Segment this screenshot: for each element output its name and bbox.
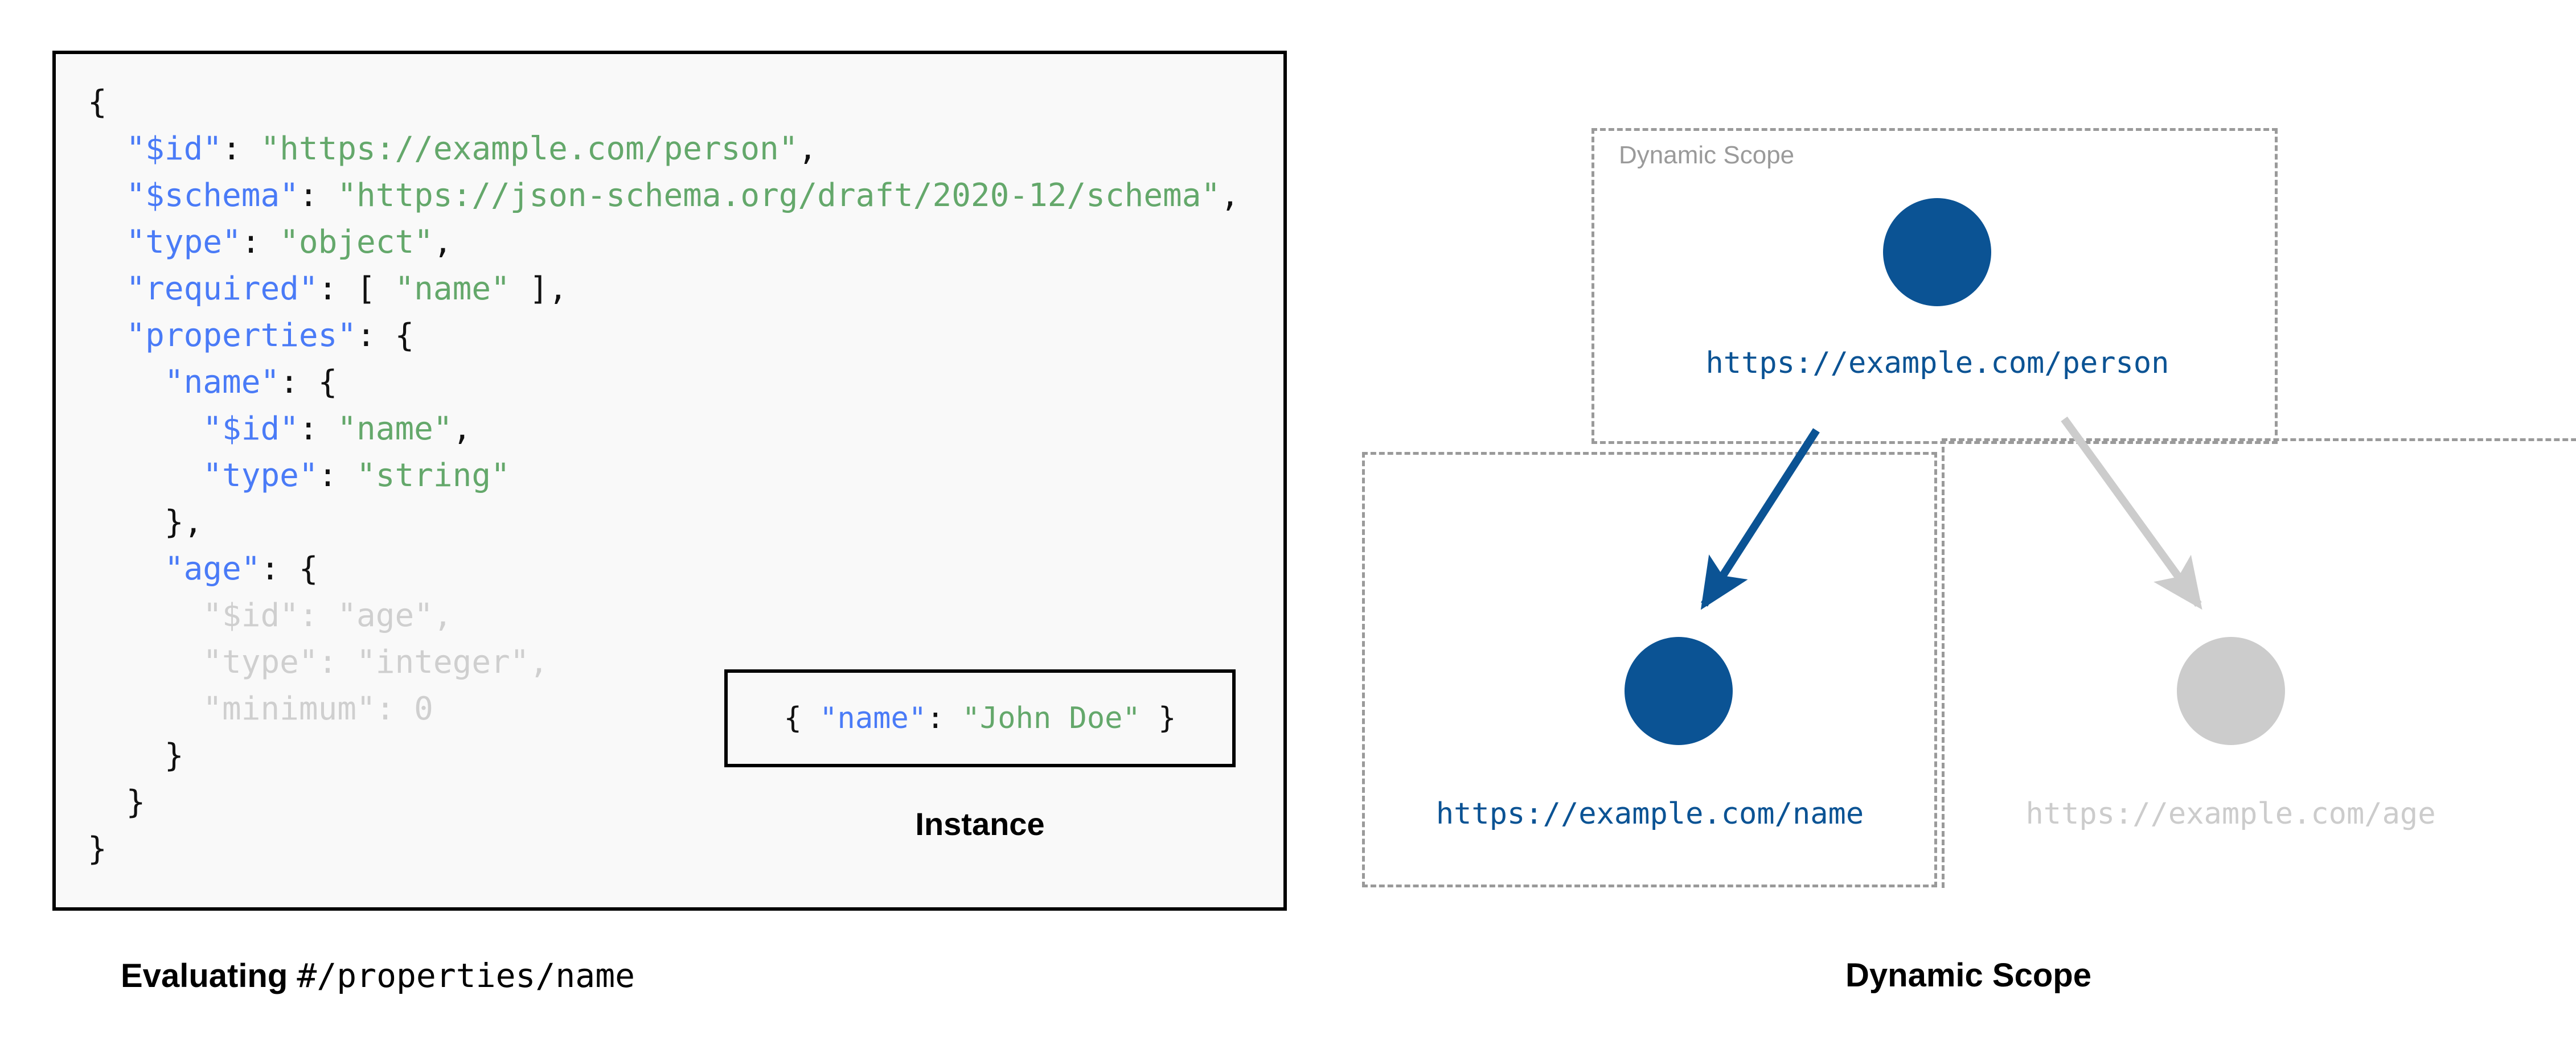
code-token: : { [356,317,415,354]
node-name [1625,637,1733,745]
code-token: : [318,457,357,494]
code-token: , [529,644,549,681]
code-token: : [241,224,280,261]
code-line: "$id": "name", [88,406,1240,453]
code-token: }, [164,504,203,541]
code-token: } [164,737,184,774]
node-age [2177,637,2285,745]
code-line: "required": [ "name" ], [88,266,1240,312]
code-token: "age" [164,550,261,587]
code-line: } [88,779,1240,826]
code-line: "$schema": "https://json-schema.org/draf… [88,172,1240,219]
code-token: "age" [337,597,433,634]
code-token: "string" [356,457,510,494]
evaluating-caption: Evaluating #/properties/name [121,956,635,995]
instance-caption: Instance [915,806,1045,842]
code-line: }, [88,499,1240,546]
evaluating-caption-pointer: #/properties/name [297,956,635,995]
scope-box-age [1942,438,2576,888]
code-token: "$schema" [126,177,299,214]
code-token: : [ [318,270,395,307]
node-person [1883,198,1991,306]
code-token: "name" [395,270,510,307]
code-token: "integer" [356,644,530,681]
code-line: "type": "object", [88,219,1240,266]
node-label-age: https://example.com/age [2025,797,2436,831]
code-token: "object" [280,224,433,261]
code-token: : 0 [375,690,433,727]
code-token: "$id" [203,597,299,634]
code-line: "age": { [88,546,1240,593]
code-token: "https://example.com/person" [260,130,798,167]
code-token: } [88,830,107,867]
code-token: : { [260,550,318,587]
code-token: "required" [126,270,318,307]
code-token: , [433,597,453,634]
code-token: "name" [337,410,453,447]
code-line: "name": { [88,359,1240,406]
node-label-person: https://example.com/person [1705,346,2169,380]
code-line: } [88,733,1240,779]
code-token: : [298,410,338,447]
dynamic-scope-box-label: Dynamic Scope [1619,141,1795,169]
scope-box-name [1362,452,1937,887]
code-line: "properties": { [88,312,1240,359]
code-line: { [88,79,1240,126]
code-token: , [433,224,453,261]
code-token: , [798,130,818,167]
code-line: "type": "string" [88,453,1240,499]
schema-code-panel: { "$id": "https://example.com/person", "… [52,51,1287,911]
code-token: "type" [203,457,318,494]
code-line: "$id": "age", [88,593,1240,639]
code-line: } [88,826,1240,873]
code-token: : { [280,364,338,401]
code-token: "$id" [126,130,223,167]
instance-code: { "name": "John Doe" } [784,701,1176,735]
code-token: { [88,84,107,121]
code-token: } [1140,701,1176,735]
code-token: ], [510,270,568,307]
code-token: "name" [164,364,280,401]
dynamic-scope-caption: Dynamic Scope [1845,957,2091,994]
code-token: : [222,130,261,167]
code-token: : [298,597,338,634]
code-token: "type" [203,644,318,681]
code-token: "https://json-schema.org/draft/2020-12/s… [337,177,1221,214]
code-token: "minimum" [203,690,376,727]
code-line: "type": "integer", [88,639,1240,686]
code-token: : [298,177,338,214]
code-token: "type" [126,224,241,261]
code-line: "$id": "https://example.com/person", [88,126,1240,172]
schema-code-block: { "$id": "https://example.com/person", "… [88,79,1240,873]
evaluating-caption-bold: Evaluating [121,957,297,994]
code-token: "$id" [203,410,299,447]
code-token: } [126,784,146,821]
code-token: : [926,701,962,735]
code-token: , [452,410,472,447]
code-token: "name" [819,701,927,735]
code-token: "properties" [126,317,357,354]
instance-box: { "name": "John Doe" } [724,669,1236,767]
code-token: : [318,644,357,681]
code-line: "minimum": 0 [88,686,1240,733]
code-token: "John Doe" [962,701,1141,735]
node-label-name: https://example.com/name [1435,797,1864,831]
code-token: { [784,701,820,735]
scope-box-root [1591,128,2278,444]
code-token: , [1220,177,1240,214]
